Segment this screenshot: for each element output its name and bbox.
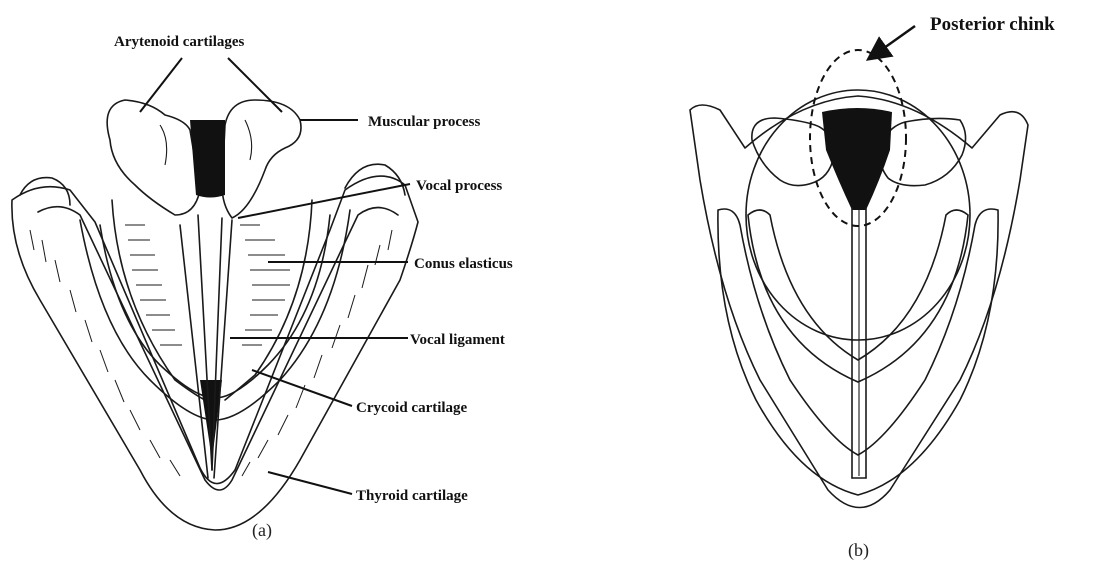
b-left-arytenoid [752,118,835,186]
label-thyroid-cartilage: Thyroid cartilage [356,488,468,504]
caption-a: (a) [252,520,272,541]
b-thyroid-inner [718,209,998,495]
caption-b: (b) [848,540,869,561]
thyroid-cartilage-shape [12,176,418,530]
right-arytenoid-detail [245,120,252,160]
thyroid-inner-edge [38,207,398,490]
leader-arytenoid-left [140,58,182,112]
label-vocal-process: Vocal process [416,178,502,194]
left-arytenoid-detail [160,125,167,165]
b-right-arytenoid [880,118,966,185]
left-vocal-fold-inner [198,215,212,470]
b-cricoid-ring [748,210,968,382]
left-vocal-fold [180,225,208,478]
glottis-posterior-dark [190,120,225,198]
leader-arytenoid-right [228,58,282,112]
b-arrow [870,26,915,58]
panel-a: Arytenoid cartilages Muscular process Vo… [12,34,513,541]
label-arytenoid-cartilages: Arytenoid cartilages [114,34,245,50]
label-muscular-process: Muscular process [368,114,481,130]
panel-b: Posterior chink (b) [690,14,1055,561]
label-vocal-ligament: Vocal ligament [410,332,505,348]
leader-vocal-process [238,184,410,218]
right-arytenoid [222,100,301,218]
label-posterior-chink: Posterior chink [930,14,1055,35]
left-arytenoid [107,100,200,215]
label-cricoid-cartilage: Crycoid cartilage [356,400,468,416]
label-conus-elasticus: Conus elasticus [414,256,513,272]
b-posterior-chink-dark [822,108,892,210]
